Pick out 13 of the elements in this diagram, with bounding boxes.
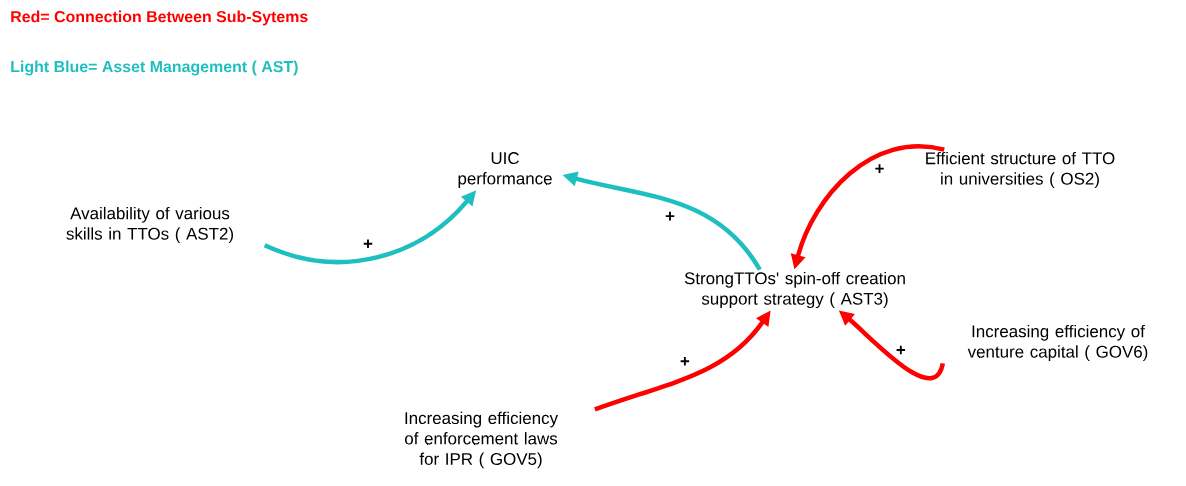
polarity-sign: + [678,355,691,368]
legend-entry: Light Blue= Asset Management ( AST) [11,60,298,76]
variable-label: StrongTTOs' spin-off creation support strategy ( AST3) [684,271,905,309]
variable-label: Increasing efficiency of enforcement laws for IPR ( GOV5) [405,411,558,469]
polarity-sign: + [664,210,676,223]
variable-label: UIC performance [458,152,552,188]
variable-label: Availability of various skills in TTOs ( AST2) [66,206,233,244]
polarity-sign: + [894,344,907,357]
legend-entry: Red= Connection Between Sub-Sytems [11,10,308,26]
variable-label: Efficient structure of TTO in universities ( OS2) [926,151,1115,189]
polarity-sign: + [362,238,374,251]
polarity-sign: + [873,163,886,176]
variable-label: Increasing efficiency of venture capital ( GOV6) [967,324,1148,362]
